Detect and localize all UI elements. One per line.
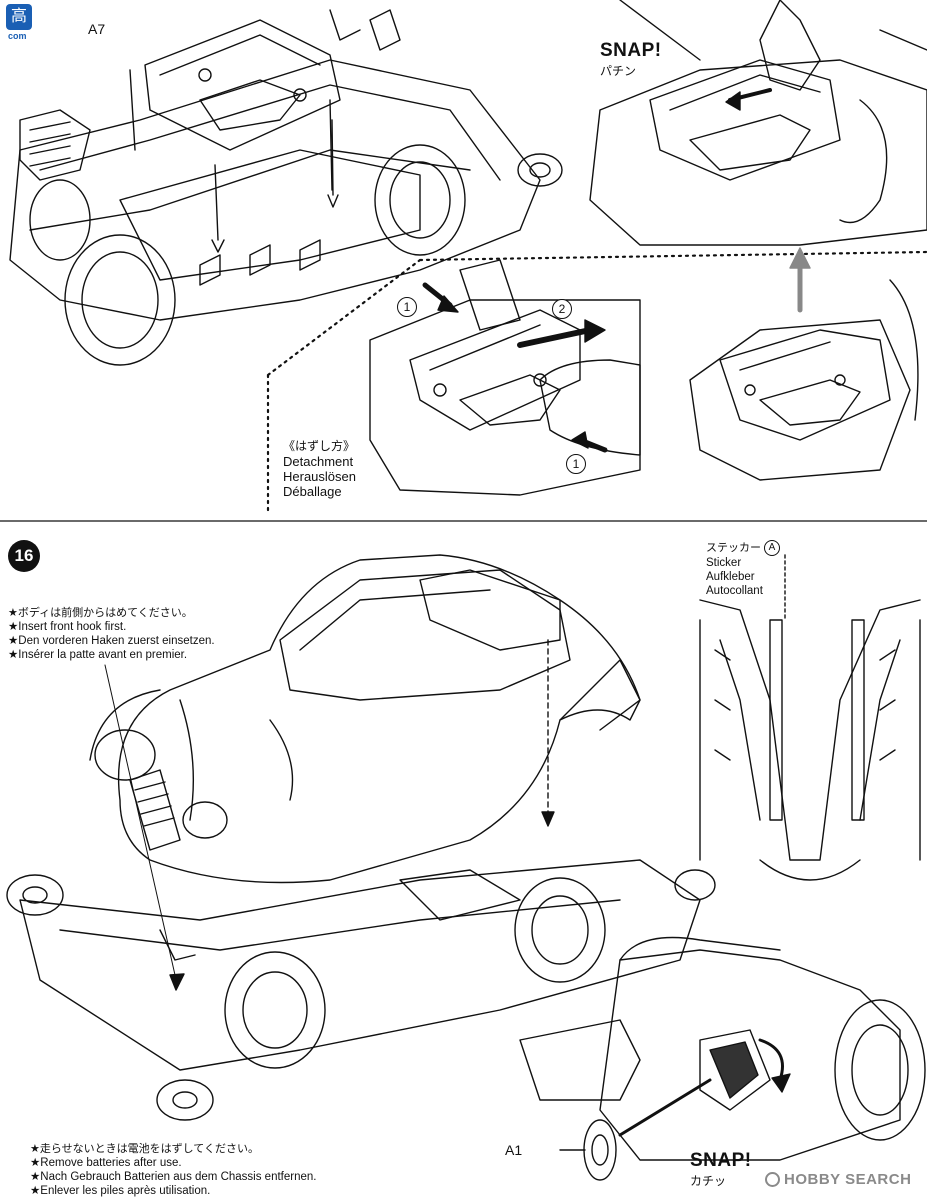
- step-number-badge: 16: [8, 540, 40, 572]
- watermark-logo-mark: 高: [6, 4, 32, 30]
- watermark-brand: HOBBY SEARCH: [784, 1171, 912, 1188]
- sticker-fr: Autocollant: [706, 585, 763, 597]
- snap-callout-top: SNAP! パチン: [600, 40, 662, 79]
- callout-step-1-bottom: 1: [566, 454, 586, 474]
- snap-bottom-jp: カチッ: [690, 1174, 727, 1188]
- watermark-circle-icon: [765, 1172, 780, 1187]
- battery-note-fr: ★Enlever les piles après utilisation.: [30, 1185, 211, 1197]
- battery-note-jp: ★走らせないときは電池をはずしてください。: [30, 1142, 259, 1155]
- note-de: ★Den vorderen Haken zuerst einsetzen.: [8, 635, 215, 647]
- detachment-drawing-2: [689, 247, 919, 481]
- sticker-de: Aufkleber: [706, 571, 755, 583]
- note-fr: ★Insérer la patte avant en premier.: [8, 649, 188, 661]
- battery-notes: ★走らせないときは電池をはずしてください。 ★Remove batteries …: [30, 1142, 316, 1198]
- detachment-drawing-1: [369, 259, 641, 496]
- part-label-a1: A1: [505, 1142, 523, 1158]
- note-jp: ★ボディは前側からはめてください。: [8, 606, 193, 619]
- detachment-caption: 《はずし方》 Detachment Herauslösen Déballage: [283, 439, 356, 499]
- battery-inset-drawing: [519, 936, 926, 1181]
- detachment-jp: 《はずし方》: [283, 439, 356, 453]
- part-a7-drawing: [129, 19, 341, 253]
- body-drawing: [89, 554, 641, 884]
- snap-callout-bottom: SNAP! カチッ: [690, 1150, 752, 1189]
- snap-inset-top: [589, 0, 927, 246]
- site-watermark-bottom: HOBBY SEARCH: [765, 1171, 911, 1188]
- site-watermark-top: 高 com: [6, 4, 66, 41]
- chassis-drawing-main: [9, 9, 563, 366]
- sticker-jp: ステッカー: [706, 541, 761, 554]
- detachment-en: Detachment: [283, 454, 354, 469]
- chassis-drawing-step16: [6, 639, 716, 1121]
- battery-note-de: ★Nach Gebrauch Batterien aus dem Chassis…: [30, 1171, 317, 1183]
- part-label-a7: A7: [88, 21, 106, 37]
- front-hook-notes: ★ボディは前側からはめてください。 ★Insert front hook fir…: [8, 606, 215, 662]
- sticker-panel-drawing: [699, 554, 921, 881]
- snap-bottom-label: SNAP!: [690, 1150, 752, 1171]
- note-en: ★Insert front hook first.: [8, 621, 127, 633]
- detachment-de: Herauslösen: [283, 469, 356, 484]
- callout-step-1-top: 1: [397, 297, 417, 317]
- callout-step-2: 2: [552, 299, 572, 319]
- sticker-en: Sticker: [706, 557, 742, 569]
- sticker-label: ステッカー A Sticker Aufkleber Autocollant: [706, 540, 780, 598]
- detachment-fr: Déballage: [283, 484, 342, 499]
- battery-note-en: ★Remove batteries after use.: [30, 1157, 182, 1169]
- watermark-text: com: [8, 31, 27, 41]
- sticker-letter-badge: A: [764, 540, 780, 556]
- snap-label-jp: パチン: [600, 64, 637, 78]
- snap-label: SNAP!: [600, 40, 662, 61]
